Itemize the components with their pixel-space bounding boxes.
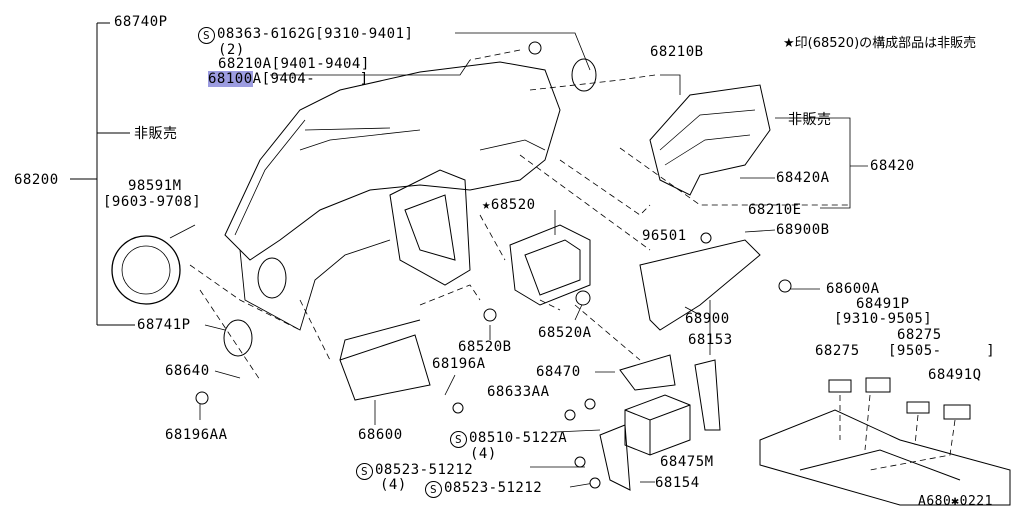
label-68200: 68200 [14,172,59,188]
upper-cover-68210B [649,84,771,196]
screw-68633AA [584,398,596,410]
s-screw-icon: S [356,463,373,480]
label-non-sale-1: 非販売 [134,126,178,142]
bracket-lines [70,22,135,326]
label-68900: 68900 [685,311,730,327]
label-68520: ★68520 [482,197,536,213]
label-08523-a-qty: (4) [380,477,407,493]
s-screw-icon: S [450,431,467,448]
clip-68520A [575,290,591,306]
label-68900B: 68900B [776,222,830,238]
pad-68275a [828,379,852,393]
label-68210E: 68210E [748,202,802,218]
label-68470: 68470 [536,364,581,380]
label-68491Q: 68491Q [928,367,982,383]
label-68475M: 68475M [660,454,714,470]
side-vent-68741P [223,319,253,357]
label-08510-qty: (4) [470,446,497,462]
label-96501: 96501 [642,228,687,244]
clip-08363 [528,41,542,55]
label-68520A: 68520A [538,325,592,341]
label-68275-a: 68275 [815,343,860,359]
label-68196AA: 68196AA [165,427,228,443]
s-screw-icon: S [425,481,442,498]
clip-68900B [700,232,712,244]
glovebox-68900 [639,239,761,331]
label-08363-qty: (2) [218,42,245,58]
label-68741P: 68741P [137,317,191,333]
label-68210A: 68210A[9401-9404] [218,56,370,72]
label-68640: 68640 [165,363,210,379]
label-68420: 68420 [870,158,915,174]
side-vent-right [571,58,597,92]
dashboard-body [224,61,561,261]
bracket-68470 [619,354,676,391]
console [759,409,1011,506]
label-68154: 68154 [655,475,700,491]
label-68275-b: 68275 [897,327,942,343]
tray-68600 [339,319,431,401]
label-68420A: 68420A [776,170,830,186]
side-vent-left [257,257,287,299]
label-98591M: 98591M [128,178,182,194]
bracket-68520 [509,224,591,306]
screw-08523b [589,477,601,489]
screw-08510 [564,409,576,421]
clip-68600A [778,279,792,293]
pad-68491Q [943,404,971,420]
label-68100A: 68100A[9404- ] [208,71,369,87]
label-68196A: 68196A [432,356,486,372]
s-screw-icon: S [198,27,215,44]
bracket-68153 [694,359,721,431]
pad-68491P [865,377,891,393]
label-68600A: 68600A [826,281,880,297]
label-68633AA: 68633AA [487,384,550,400]
label-68153: 68153 [688,332,733,348]
label-68740P: 68740P [114,14,168,30]
clip-68520B [483,308,497,322]
pad-68275b [906,401,930,414]
bracket-68154 [599,424,631,491]
label-68210B: 68210B [650,44,704,60]
label-68520B: 68520B [458,339,512,355]
label-non-sale-2: 非販売 [788,112,832,128]
label-98591M-range: [9603-9708] [103,194,202,210]
label-68491P: 68491P [856,296,910,312]
label-68600: 68600 [358,427,403,443]
label-68275-range: [9505- ] [888,343,996,359]
clip-68196A [452,402,464,414]
clip-68196AA [195,391,209,405]
note-text: ★印(68520)の構成部品は非販売 [783,36,977,51]
footer-code: A680✱0221 [918,494,993,509]
airbag-emblem [111,235,181,305]
label-68491P-range: [9310-9505] [834,311,933,327]
center-stack [389,169,471,286]
box-68475M [624,394,691,456]
screw-08523a [574,456,586,468]
